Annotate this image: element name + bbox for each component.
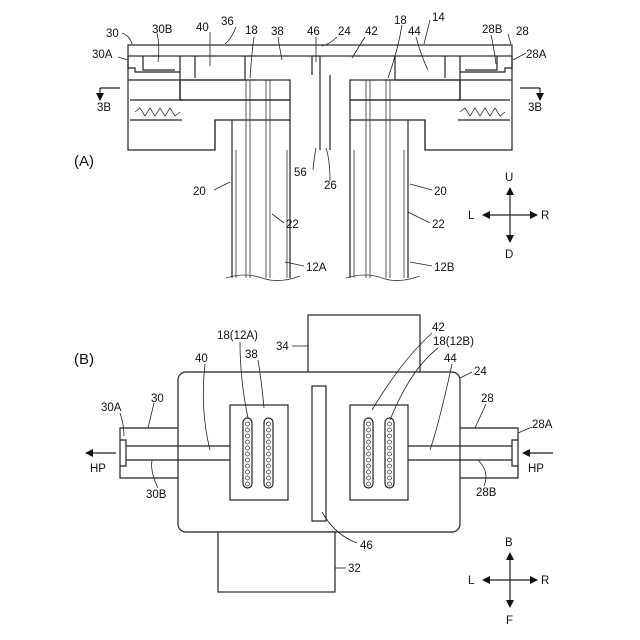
label-30A: 30A [101,402,122,414]
label-12A: 12A [306,262,327,274]
label-40: 40 [196,22,209,34]
label-30B: 30B [146,489,167,501]
label-56: 56 [294,167,307,179]
compass-down-D: D [505,249,513,261]
label-38: 38 [245,349,258,361]
compass-down-F: F [506,615,513,627]
compass-right-R: R [541,210,549,222]
fiber-bundle-12A [226,80,300,281]
window-38 [230,405,288,500]
label-42: 42 [365,26,378,38]
label-18-12A: 18(12A) [217,330,258,342]
label-20-right: 20 [434,186,447,198]
label-28A: 28A [526,49,547,61]
label-30A: 30A [92,49,113,61]
panel-a-title: (A) [74,153,94,170]
compass-up-B: B [505,537,513,549]
label-34: 34 [276,341,289,353]
panel-b-title: (B) [74,351,94,368]
label-44: 44 [444,353,457,365]
label-18-left: 18 [245,25,258,37]
panel-b: 34 42 18(12A) 38 18(12B) 40 44 24 30A 30… [74,315,553,627]
label-28: 28 [481,393,494,405]
label-24: 24 [474,366,487,378]
wall-46 [312,386,326,521]
left-channel-40 [180,56,245,80]
panel-a: 30 30B 40 36 18 38 46 24 42 18 14 44 28B… [74,12,549,281]
window-42 [350,405,408,500]
top-plate-36 [128,45,512,56]
compass-left-L: L [468,210,475,222]
label-28B: 28B [476,487,497,499]
label-3B-right: 3B [528,102,542,114]
label-14: 14 [432,12,445,24]
compass-up-U: U [505,172,513,184]
compass-right-R: R [541,575,549,587]
label-HP-left: HP [90,463,106,475]
nozzle-28 [460,428,518,478]
compass-a: U D L R [468,172,549,261]
label-22-right: 22 [432,219,445,231]
label-28: 28 [516,26,529,38]
label-40: 40 [195,353,208,365]
nozzle-30 [120,428,178,478]
label-HP-right: HP [528,463,544,475]
label-32: 32 [348,563,361,575]
label-3B-left: 3B [97,102,111,114]
label-42: 42 [432,322,445,334]
label-20-left: 20 [193,186,206,198]
compass-left-L: L [468,575,475,587]
label-44: 44 [408,26,421,38]
label-12B: 12B [434,262,455,274]
label-28A: 28A [532,419,553,431]
right-channel-44 [395,56,460,80]
thread-left [135,108,180,116]
label-22-left: 22 [286,219,299,231]
label-18-12B: 18(12B) [433,336,474,348]
label-30: 30 [106,28,119,40]
tab-32 [218,532,335,592]
fiber-bundle-12B [346,80,420,281]
label-36: 36 [221,16,234,28]
label-46: 46 [307,26,320,38]
label-30B: 30B [152,24,173,36]
label-18-right: 18 [394,15,407,27]
label-46: 46 [360,540,373,552]
label-26: 26 [324,180,337,192]
label-24: 24 [338,26,351,38]
label-28B: 28B [482,24,503,36]
thread-right [460,108,505,116]
label-30: 30 [151,393,164,405]
compass-b: B F L R [468,537,549,627]
label-38: 38 [271,26,284,38]
